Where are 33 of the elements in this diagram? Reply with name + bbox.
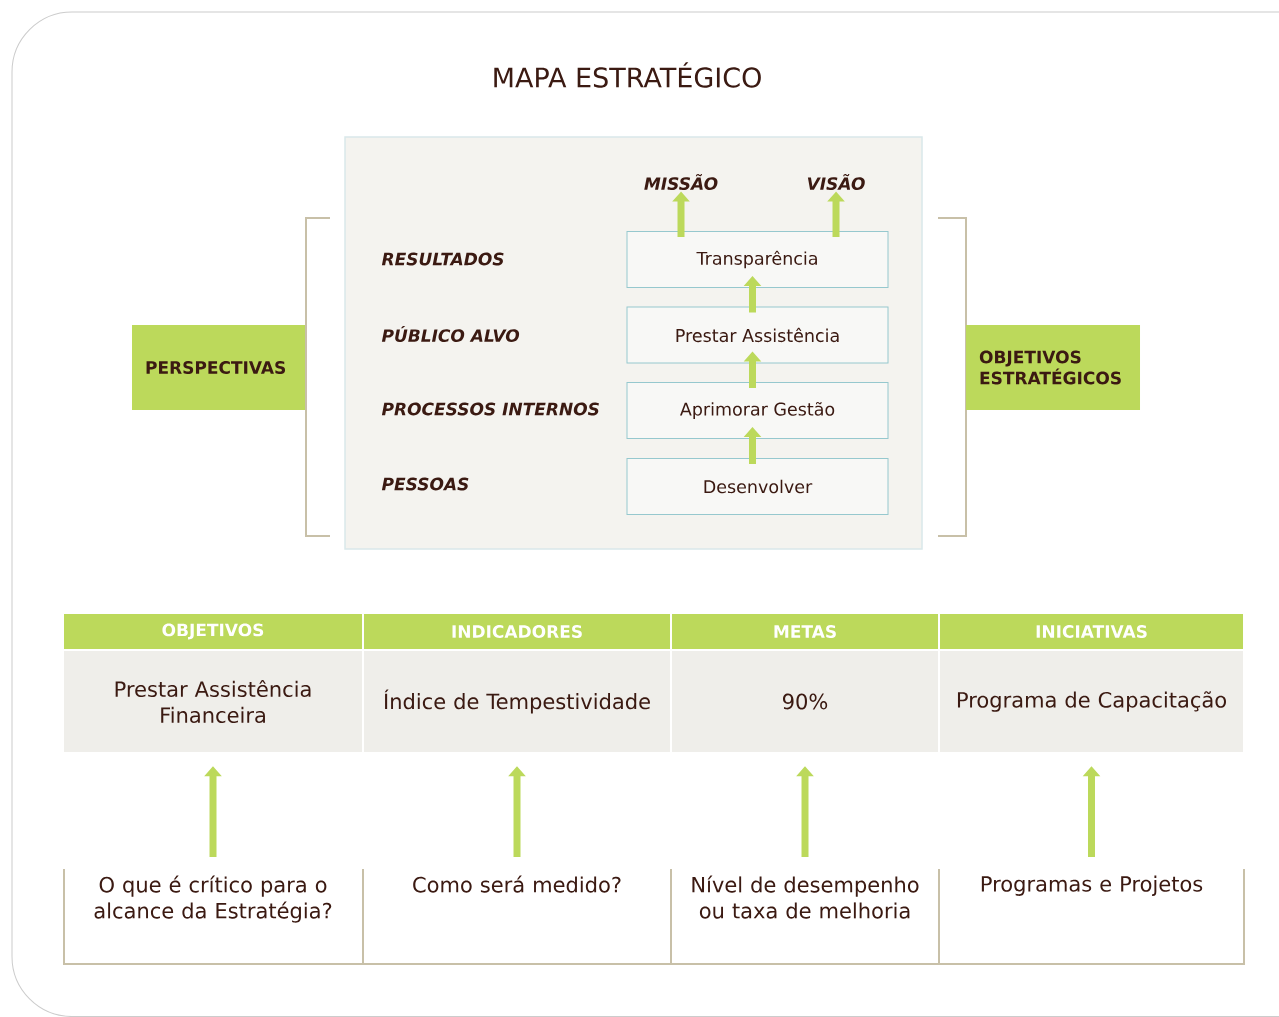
table-cell: Programa de Capacitação bbox=[940, 651, 1243, 752]
node-label: Prestar Assistência Financeira bbox=[115, 679, 311, 724]
table-cell: Índice de Tempestividade bbox=[364, 651, 670, 752]
question-cell: Nível de desempenho ou taxa de melhoria bbox=[692, 875, 919, 919]
objective-box: Transparência bbox=[626, 231, 889, 288]
table-cell: 90% bbox=[672, 651, 938, 752]
node-label: METAS bbox=[774, 625, 836, 638]
row-label: RESULTADOS bbox=[381, 252, 504, 266]
table-cell: Prestar Assistência Financeira bbox=[64, 651, 362, 752]
goal-label: VISÃO bbox=[807, 174, 865, 190]
node-label: 90% bbox=[782, 693, 828, 710]
objective-box: Aprimorar Gestão bbox=[626, 382, 889, 439]
node-label: Programa de Capacitação bbox=[957, 691, 1226, 712]
objective-box: Prestar Assistência bbox=[626, 306, 889, 364]
title: MAPA ESTRATÉGICO bbox=[494, 62, 761, 88]
header-cell: INDICADORES bbox=[364, 614, 670, 649]
perspective-box: PERSPECTIVAS bbox=[132, 325, 305, 410]
objective-box: Desenvolver bbox=[626, 458, 889, 515]
question-cell: Como será medido? bbox=[413, 875, 621, 893]
question-cell: O que é crítico para o alcance da Estratégia? bbox=[94, 875, 332, 923]
node-label: INDICADORES bbox=[452, 625, 582, 638]
node-label: INICIATIVAS bbox=[1036, 625, 1147, 638]
node-label: OBJETIVOS bbox=[162, 623, 264, 640]
question-cell: Programas e Projetos bbox=[981, 875, 1203, 896]
row-label: PÚBLICO ALVO bbox=[381, 326, 520, 342]
goal-label: MISSÃO bbox=[644, 174, 718, 190]
row-label: PROCESSOS INTERNOS bbox=[381, 402, 599, 416]
objectives-box: OBJETIVOS ESTRATÉGICOS bbox=[966, 325, 1140, 410]
header-cell: INICIATIVAS bbox=[940, 614, 1243, 649]
row-label: PESSOAS bbox=[381, 477, 469, 491]
header-cell: OBJETIVOS bbox=[64, 614, 362, 649]
node-label: Índice de Tempestividade bbox=[384, 689, 650, 714]
header-cell: METAS bbox=[672, 614, 938, 649]
